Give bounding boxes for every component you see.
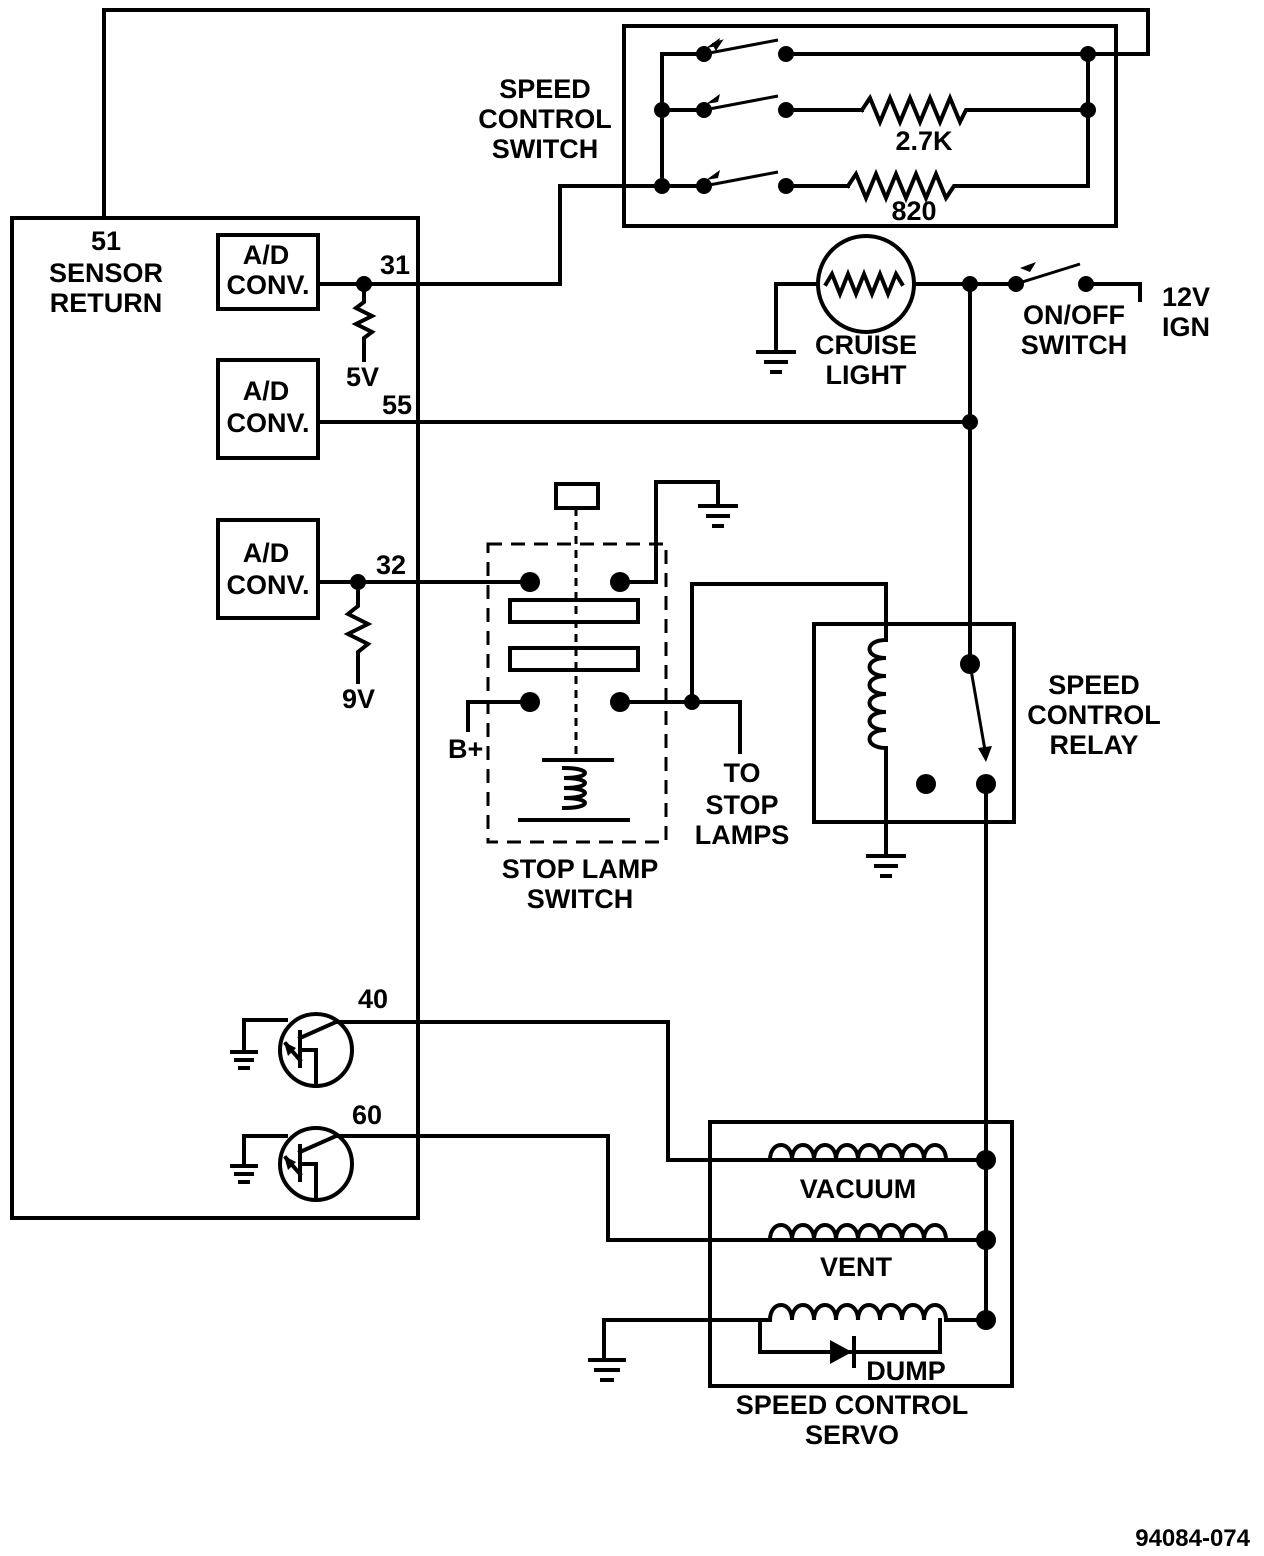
label-pin-60: 60 <box>352 1100 382 1130</box>
ground-relay <box>866 854 906 878</box>
resistor-9v <box>343 580 373 684</box>
label-cruise: CRUISE <box>815 330 917 360</box>
pin-31-wire <box>316 184 562 286</box>
label-9v: 9V <box>342 684 375 714</box>
label-b-plus: B+ <box>448 734 483 764</box>
label-relay-relay: RELAY <box>1049 730 1138 760</box>
label-light: LIGHT <box>826 360 907 390</box>
resistor-5v <box>351 282 377 362</box>
label-pin-55: 55 <box>382 390 412 420</box>
ad-converter-3 <box>216 518 320 620</box>
label-ad-3-a: A/D <box>243 538 290 568</box>
dump-solenoid <box>767 1303 949 1323</box>
dump-diode <box>830 1340 852 1364</box>
label-ad-1-b: CONV. <box>226 270 309 300</box>
speed-control-servo-box <box>708 1120 1014 1388</box>
sensor-return-wire <box>102 8 1150 220</box>
label-vent: VENT <box>820 1252 893 1282</box>
stop-lamp-spring <box>561 765 587 811</box>
vacuum-solenoid <box>767 1143 949 1163</box>
label-on-off: ON/OFF <box>1023 300 1125 330</box>
label-ad-2-b: CONV. <box>226 408 309 438</box>
stop-lamp-switch-box <box>486 542 668 844</box>
relay-coil <box>867 637 889 751</box>
label-speed-control-switch-3: SWITCH <box>492 134 598 164</box>
label-stop-lamp-switch: SWITCH <box>527 884 633 914</box>
label-to: TO <box>723 758 760 788</box>
label-5v: 5V <box>346 362 379 392</box>
label-sensor: SENSOR <box>49 258 163 288</box>
label-pin-51: 51 <box>91 226 121 256</box>
label-switch: SWITCH <box>1021 330 1127 360</box>
label-servo-2: SERVO <box>805 1420 899 1450</box>
ground-cruise-light <box>756 350 796 374</box>
label-resistor-820: 820 <box>891 196 936 226</box>
label-pin-32: 32 <box>376 550 406 580</box>
speed-control-switch-box <box>622 24 1118 228</box>
relay-contact-blade <box>968 663 988 757</box>
label-ad-1-a: A/D <box>243 240 290 270</box>
label-relay-control: CONTROL <box>1027 700 1160 730</box>
vent-solenoid <box>767 1223 949 1243</box>
label-dump: DUMP <box>866 1356 946 1386</box>
label-stop: STOP <box>705 790 778 820</box>
label-resistor-2-7k: 2.7K <box>895 126 953 156</box>
label-pin-31: 31 <box>380 250 410 280</box>
ad-converter-2 <box>216 358 320 460</box>
controller-module-box <box>10 216 420 1220</box>
label-servo-1: SPEED CONTROL <box>736 1390 969 1420</box>
label-pin-40: 40 <box>358 984 388 1014</box>
label-speed-control-switch-2: CONTROL <box>478 104 611 134</box>
pin-40-wire <box>334 1020 978 1162</box>
label-ad-2-a: A/D <box>243 376 290 406</box>
label-stop-lamp: STOP LAMP <box>502 854 659 884</box>
label-vacuum: VACUUM <box>800 1174 917 1204</box>
label-return: RETURN <box>50 288 163 318</box>
ground-servo <box>588 1358 626 1382</box>
ad-converter-1 <box>216 233 320 311</box>
on-off-switch-blade <box>1015 262 1081 286</box>
label-lamps: LAMPS <box>695 820 790 850</box>
ground-transistor-60 <box>230 1164 258 1184</box>
label-ad-3-b: CONV. <box>226 570 309 600</box>
label-relay-speed: SPEED <box>1048 670 1140 700</box>
resistor-2-7k <box>859 92 1090 128</box>
label-ign: IGN <box>1162 312 1210 342</box>
ground-stop-switch <box>698 504 738 528</box>
speed-control-relay-box <box>812 622 1016 824</box>
ground-transistor-40 <box>230 1050 258 1070</box>
label-speed-control-switch-1: SPEED <box>499 74 591 104</box>
figure-number: 94084-074 <box>1135 1525 1250 1552</box>
stop-lamp-plunger <box>554 482 600 510</box>
label-12v: 12V <box>1162 282 1210 312</box>
resistor-820 <box>845 168 1090 204</box>
